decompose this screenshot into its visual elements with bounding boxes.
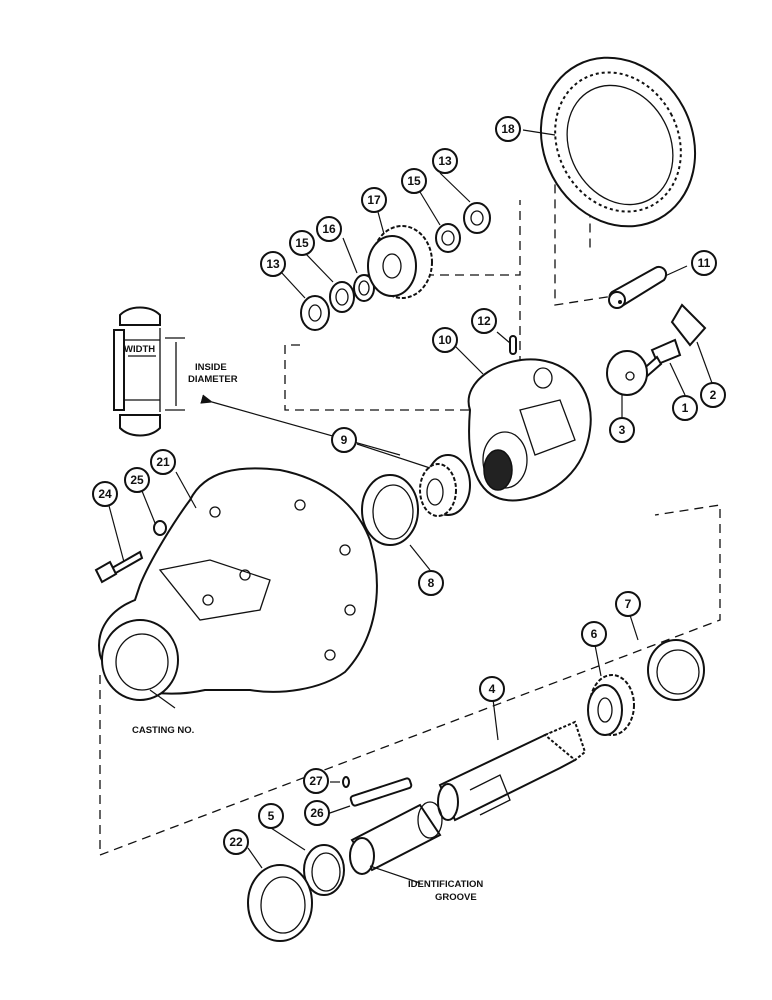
callout-21: 21	[150, 449, 176, 475]
axle-housing	[98, 467, 378, 701]
retaining-ring	[303, 844, 345, 896]
svg-text:10: 10	[438, 333, 452, 347]
planet-pin	[608, 266, 668, 309]
callout-22: 22	[223, 829, 249, 855]
callout-25: 25	[124, 467, 150, 493]
cone-bearing	[419, 454, 471, 517]
callout-27: 27	[303, 768, 329, 794]
bearing-cup	[361, 474, 419, 546]
svg-text:22: 22	[229, 835, 243, 849]
callout-24: 24	[92, 481, 118, 507]
flat-washer	[606, 350, 648, 396]
housing-bolt	[94, 550, 144, 584]
svg-text:9: 9	[341, 433, 348, 447]
callout-5: 5	[258, 803, 284, 829]
svg-text:17: 17	[367, 193, 381, 207]
callout-26: 26	[304, 800, 330, 826]
width-label: WIDTH	[124, 344, 155, 355]
shaft-key	[349, 777, 413, 807]
callout-10: 10	[432, 327, 458, 353]
inside-label: INSIDE	[195, 362, 227, 373]
callout-3: 3	[609, 417, 635, 443]
callout-7: 7	[615, 591, 641, 617]
svg-text:8: 8	[428, 576, 435, 590]
needle-bearing-right	[435, 223, 461, 253]
thrust-washer-left	[300, 295, 330, 331]
svg-text:15: 15	[407, 174, 421, 188]
svg-text:25: 25	[130, 473, 144, 487]
callout-4: 4	[479, 676, 505, 702]
oil-seal	[247, 864, 313, 942]
svg-text:7: 7	[625, 597, 632, 611]
callout-13-right: 13	[432, 148, 458, 174]
roll-pin	[509, 335, 517, 355]
ring-gear	[539, 56, 697, 228]
axle-shaft	[437, 720, 587, 822]
casting-number-label: CASTING NO.	[132, 725, 194, 736]
bearing-cross-section	[113, 306, 185, 437]
svg-text:16: 16	[322, 222, 336, 236]
svg-text:21: 21	[156, 455, 170, 469]
callout-12: 12	[471, 308, 497, 334]
svg-text:27: 27	[309, 774, 323, 788]
svg-text:15: 15	[295, 236, 309, 250]
planet-carrier	[467, 358, 592, 502]
groove-label: GROOVE	[435, 892, 477, 903]
needle-bearing-left	[329, 281, 355, 313]
planet-gear	[367, 225, 433, 299]
svg-text:1: 1	[682, 401, 689, 415]
outer-bearing-cup	[647, 639, 705, 701]
diameter-label: DIAMETER	[188, 374, 238, 385]
svg-text:4: 4	[489, 682, 496, 696]
leader-lines	[107, 129, 713, 884]
small-key	[342, 776, 350, 788]
callout-15-right: 15	[401, 168, 427, 194]
callout-2: 2	[700, 382, 726, 408]
reference-arrow	[200, 394, 401, 456]
svg-text:13: 13	[266, 257, 280, 271]
svg-text:26: 26	[310, 806, 324, 820]
callout-11: 11	[691, 250, 717, 276]
svg-text:6: 6	[591, 627, 598, 641]
callout-17: 17	[361, 187, 387, 213]
callout-8: 8	[418, 570, 444, 596]
svg-text:3: 3	[619, 423, 626, 437]
spacer-16	[353, 274, 375, 302]
callout-13-left: 13	[260, 251, 286, 277]
svg-text:13: 13	[438, 154, 452, 168]
outer-cone-bearing	[587, 674, 635, 736]
svg-text:18: 18	[501, 122, 515, 136]
callout-18: 18	[495, 116, 521, 142]
identification-label: IDENTIFICATION	[408, 879, 483, 890]
svg-text:2: 2	[710, 388, 717, 402]
callout-6: 6	[581, 621, 607, 647]
callout-16: 16	[316, 216, 342, 242]
lock-washer	[153, 520, 167, 536]
svg-text:5: 5	[268, 809, 275, 823]
shaft-spacer	[349, 801, 443, 875]
callout-9: 9	[331, 427, 357, 453]
svg-text:12: 12	[477, 314, 491, 328]
svg-text:24: 24	[98, 487, 112, 501]
lock-plate	[670, 303, 707, 347]
callout-1: 1	[672, 395, 698, 421]
svg-text:11: 11	[698, 256, 711, 270]
thrust-washer-right	[463, 202, 491, 234]
callout-15-left: 15	[289, 230, 315, 256]
